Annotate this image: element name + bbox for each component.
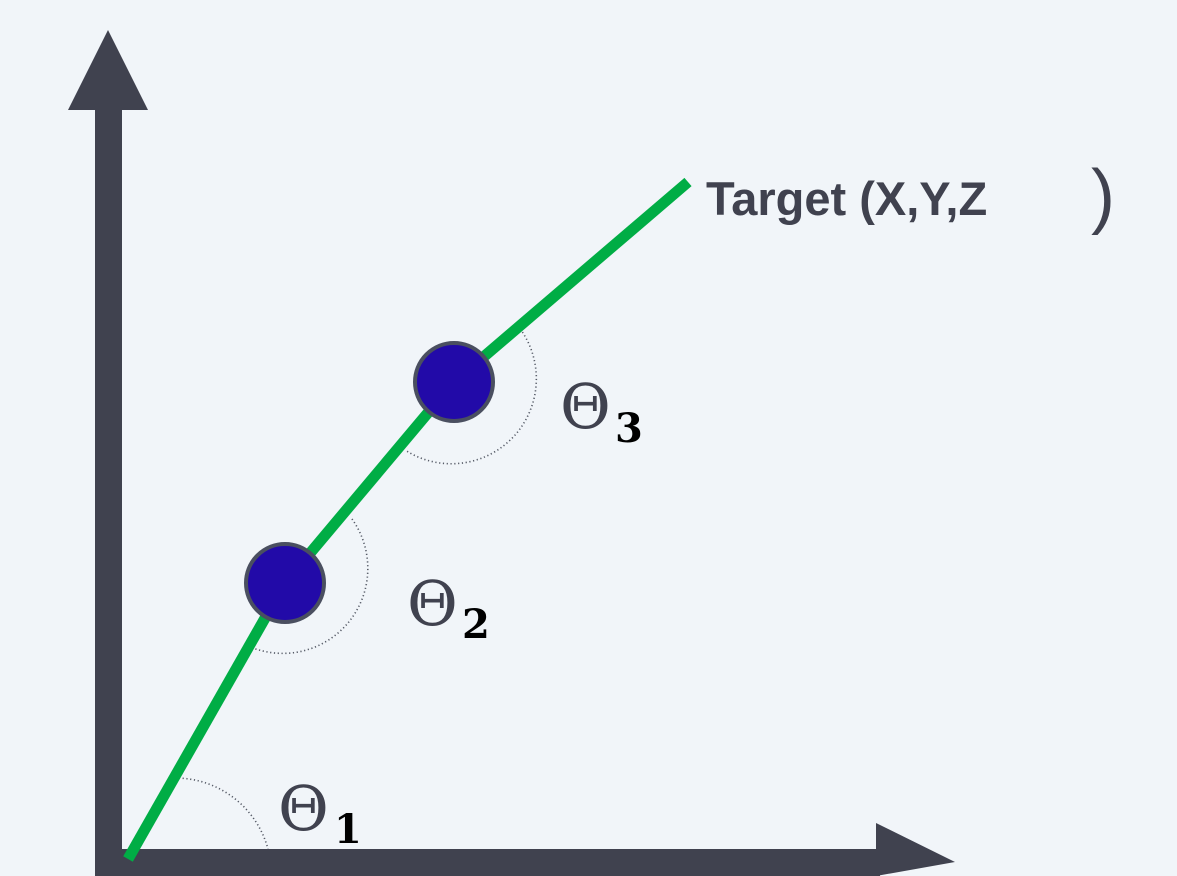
target-label: Target (X,Y,Z [706, 172, 987, 225]
theta-1-symbol: Θ [278, 772, 329, 845]
theta-3-arc [404, 325, 538, 465]
arm-link-1 [123, 580, 290, 862]
x-axis-arrowhead [876, 823, 955, 876]
theta-2-symbol: Θ [407, 567, 458, 640]
x-axis-line [95, 849, 880, 876]
y-axis-arrowhead [68, 30, 148, 110]
theta-1-arc [174, 777, 269, 850]
theta-1-subscript: 1 [334, 806, 362, 853]
arm-link-2 [280, 379, 458, 587]
joint-2 [244, 542, 326, 624]
target-label-close-paren: ) [1091, 156, 1115, 236]
theta-2-subscript: 2 [462, 601, 490, 648]
theta-3-symbol: Θ [560, 370, 611, 443]
arm-link-3 [449, 177, 692, 388]
theta-3-subscript: 3 [615, 405, 643, 452]
y-axis-line [95, 108, 122, 876]
joint-3 [413, 341, 495, 423]
